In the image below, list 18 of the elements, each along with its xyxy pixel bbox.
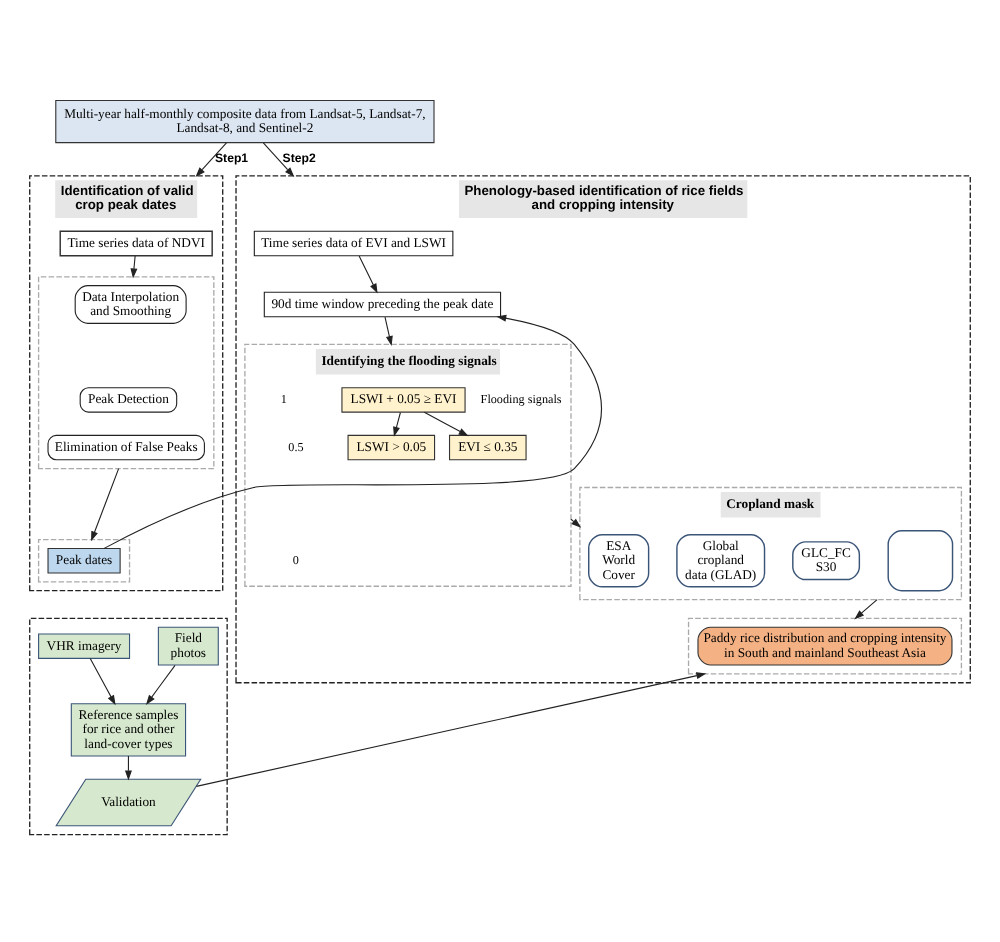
cluster: [37, 538, 131, 582]
cluster: [29, 616, 228, 835]
arrow: [103, 313, 603, 548]
node-box: [887, 529, 954, 591]
arrow: [854, 598, 878, 619]
arrow: [130, 254, 138, 278]
arrow: [195, 671, 707, 786]
arrow: [91, 467, 120, 541]
arrow: [423, 410, 469, 436]
arrow: [262, 141, 295, 177]
arrow: [393, 410, 401, 436]
arrow: [358, 254, 378, 293]
arrow: [195, 141, 227, 177]
cluster: [37, 275, 215, 469]
arrow: [145, 663, 176, 704]
arrow: [89, 657, 116, 705]
arrow: [384, 315, 393, 346]
cluster: [687, 616, 963, 674]
